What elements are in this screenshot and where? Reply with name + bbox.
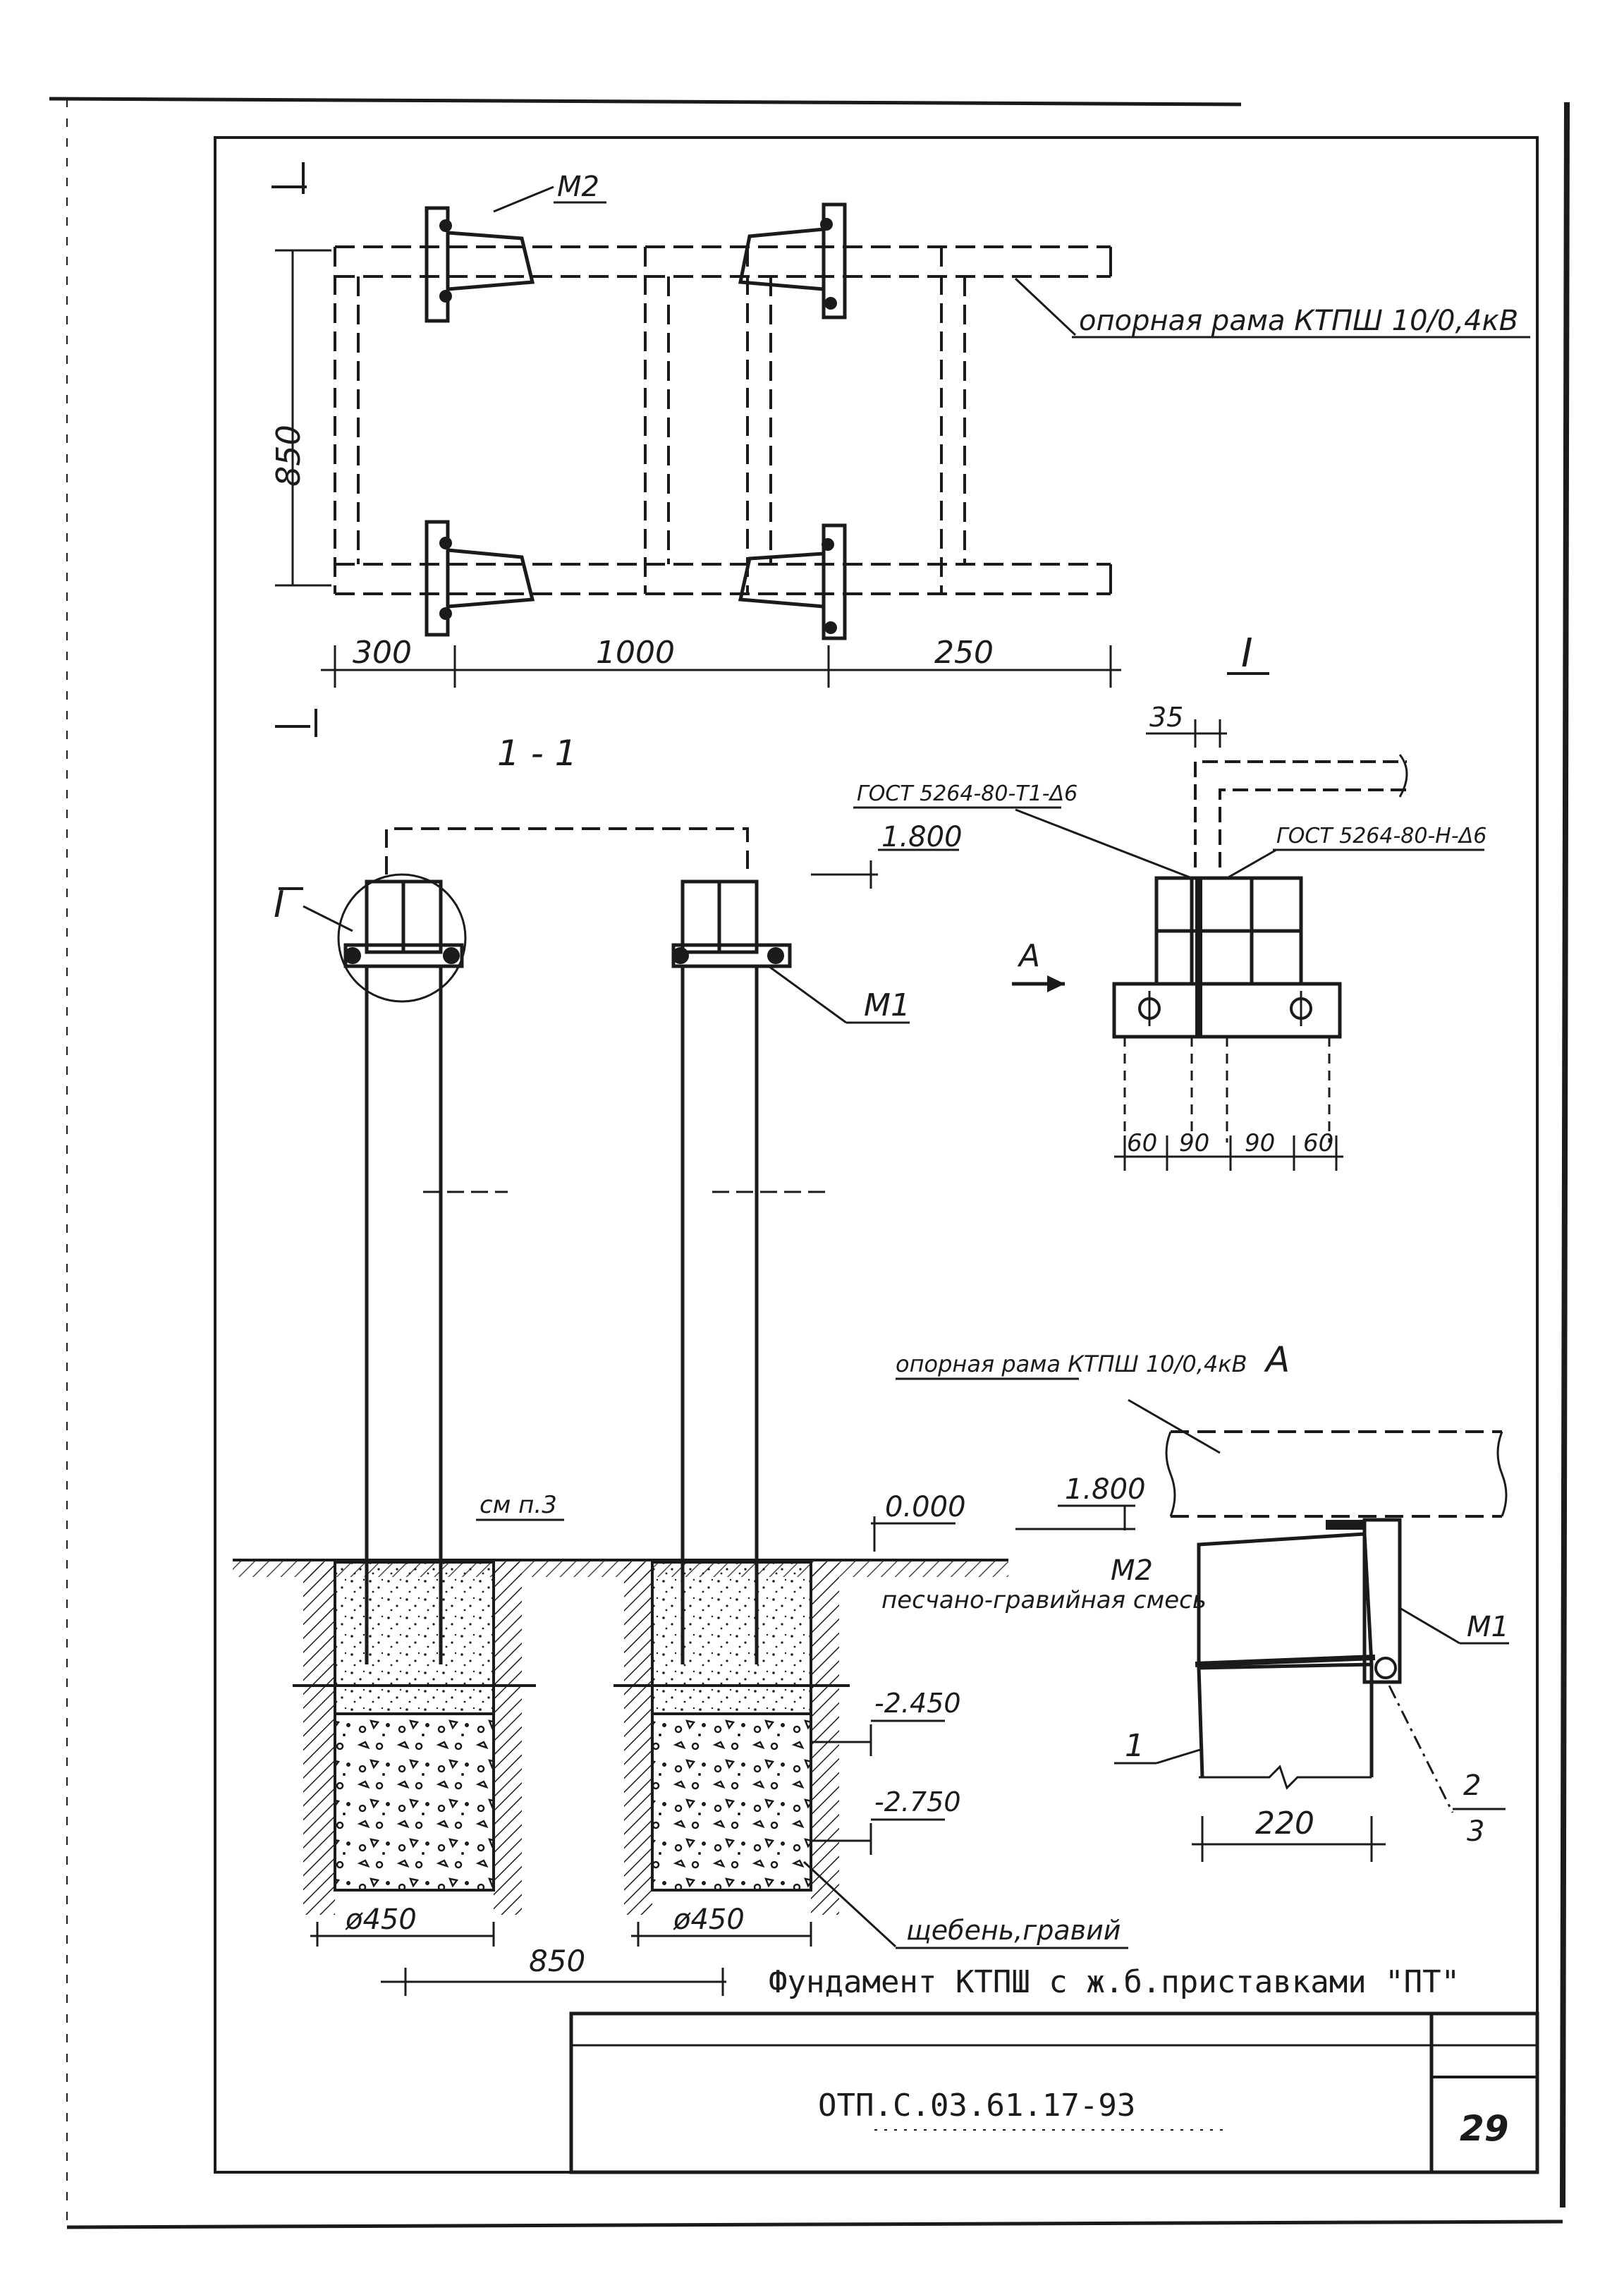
mix-label: песчано-гравийная смесь (881, 1586, 1207, 1614)
dim-60-right: 60 (1303, 1129, 1333, 1157)
dim-35: 35 (1149, 702, 1183, 733)
view-a-item-1: 1 (1125, 1728, 1144, 1764)
title-area: Фундамент КТПШ с ж.б.приставками "ПТ" ОТ… (569, 1964, 1539, 2174)
view-a-elev: 1.800 (1065, 1473, 1146, 1506)
section-title: 1 - 1 (497, 733, 577, 774)
view-a-frame-label: опорная рама КТПШ 10/0,4кВ (896, 1351, 1247, 1377)
section-1-1: 1 - 1 I M1 1.800 (233, 709, 1207, 1996)
sheet-number: 29 (1460, 2108, 1509, 2149)
dia-left: ø450 (345, 1904, 417, 1936)
view-a-m1: M1 (1467, 1611, 1509, 1643)
doc-code: ОТП.С.03.61.17-93 (818, 2088, 1135, 2124)
gost-right: ГОСТ 5264-80-Н-Δ6 (1276, 824, 1486, 848)
frame-label: опорная рама КТПШ 10/0,4кВ (1079, 305, 1518, 337)
fraction-top: 2 (1463, 1770, 1481, 1802)
plan-view: M2 опорная рама КТПШ 10/0,4кВ 850 300 10… (269, 162, 1530, 688)
view-a-title: A (1264, 1339, 1290, 1380)
dim-850-vertical: 850 (269, 425, 307, 487)
sheet-caption: Фундамент КТПШ с ж.б.приставками "ПТ" (769, 1964, 1460, 2000)
elev-2450: -2.450 (874, 1688, 961, 1719)
detail-i: I 35 ГОСТ 5264-80-Т1-Δ6 ГОСТ 5264-80-Н-Δ… (853, 631, 1486, 1171)
dim-60-left: 60 (1127, 1129, 1157, 1157)
dim-220: 220 (1255, 1805, 1314, 1841)
view-a-marker: A (1017, 938, 1040, 974)
dim-300: 300 (353, 635, 412, 671)
dim-90-a: 90 (1179, 1129, 1209, 1157)
dim-90-b: 90 (1245, 1129, 1275, 1157)
fraction-bottom: 3 (1467, 1815, 1484, 1848)
spacing-850: 850 (529, 1944, 585, 1978)
dim-250: 250 (934, 635, 994, 671)
node-i-marker: I (274, 884, 284, 926)
m2-label: M2 (557, 171, 599, 203)
dim-1000: 1000 (596, 635, 675, 671)
dia-right: ø450 (673, 1904, 745, 1936)
view-a-m2: M2 (1111, 1554, 1153, 1587)
m1-label: M1 (864, 987, 910, 1023)
elev-2750: -2.750 (874, 1786, 961, 1817)
gravel-label: щебень,гравий (906, 1915, 1121, 1946)
view-a: A опорная рама КТПШ 10/0,4кВ 1.800 M2 M1… (896, 1339, 1509, 1862)
detail-i-title: I (1241, 631, 1253, 676)
elev-top: 1.800 (881, 821, 963, 853)
ground-elev: 0.000 (885, 1491, 966, 1523)
sheet-frame (49, 97, 1570, 2229)
gost-left: ГОСТ 5264-80-Т1-Δ6 (857, 781, 1077, 806)
see-item-note: см п.3 (480, 1491, 557, 1519)
